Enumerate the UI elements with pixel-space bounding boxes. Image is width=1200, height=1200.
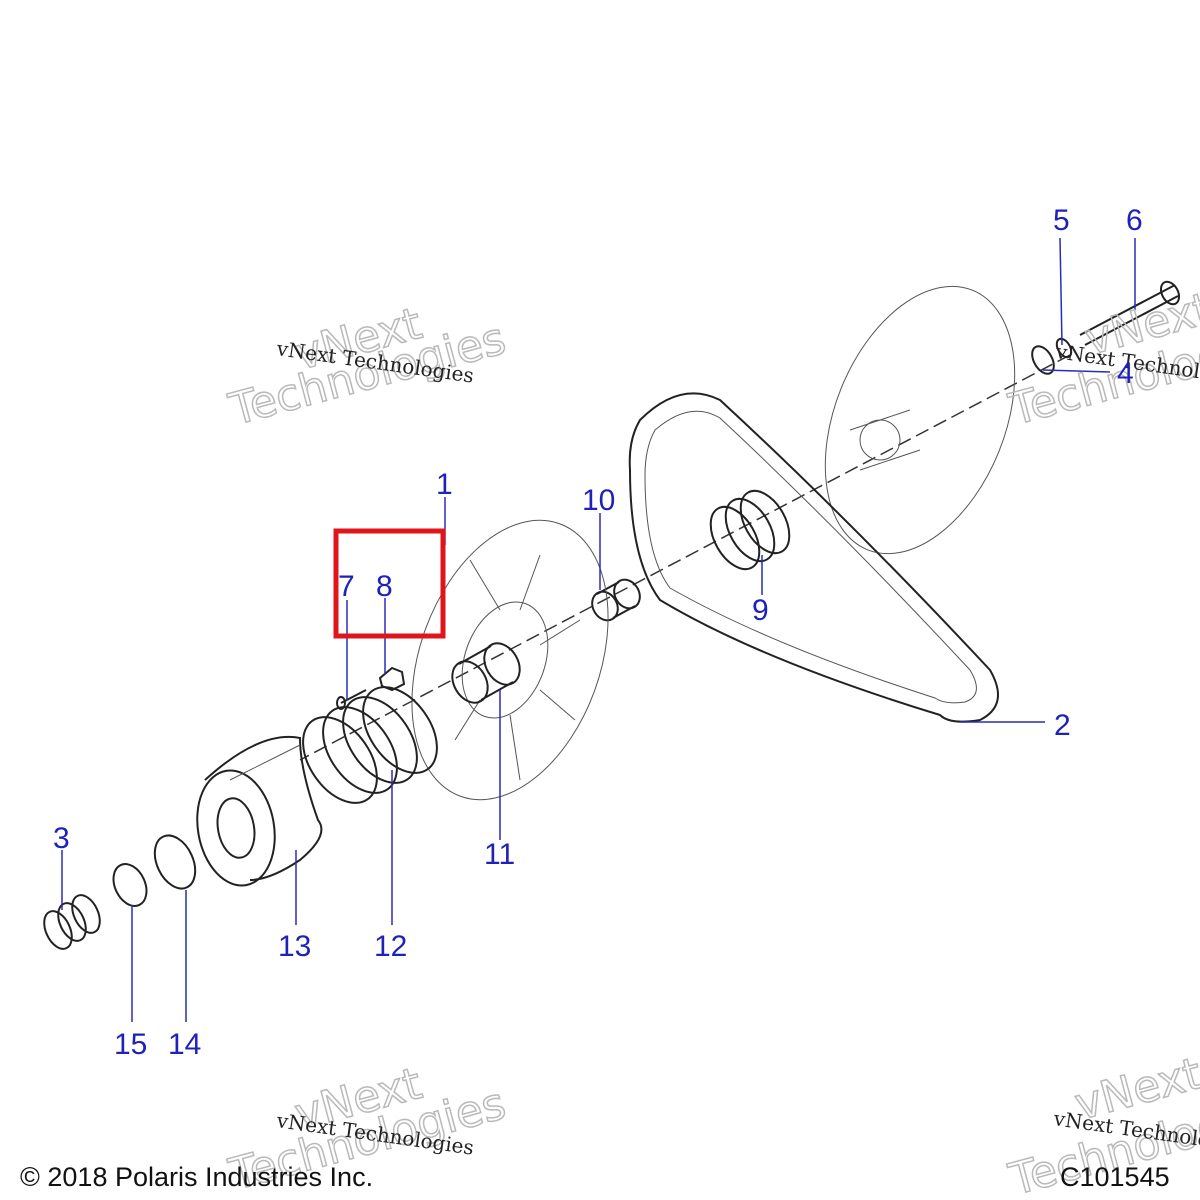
callout-3: 3 <box>53 822 70 855</box>
callout-10: 10 <box>582 484 615 517</box>
spring-9 <box>709 489 791 571</box>
drive-belt <box>628 392 999 723</box>
callout-13: 13 <box>278 930 311 963</box>
snap-ring-15 <box>112 863 148 907</box>
copyright-text: © 2018 Polaris Industries Inc. <box>20 1162 373 1192</box>
watermark-top-left: vNext Technologies vNext Technologies <box>223 297 512 436</box>
movable-sheave <box>411 519 609 801</box>
washer-5 <box>1055 337 1073 359</box>
callout-1: 1 <box>436 468 453 501</box>
spring-12 <box>302 686 438 804</box>
bushing-10 <box>591 578 641 622</box>
callout-11: 11 <box>484 838 515 871</box>
pin-7 <box>336 689 367 710</box>
callout-2: 2 <box>1054 709 1071 742</box>
helix-13 <box>196 736 323 887</box>
leader-lines <box>61 237 1136 1022</box>
washer-4 <box>1031 345 1055 375</box>
bolt-6 <box>1079 280 1181 346</box>
callout-6: 6 <box>1126 204 1143 237</box>
callout-8: 8 <box>376 570 393 603</box>
callout-labels: 1 2 3 4 5 6 7 8 9 10 11 12 13 14 15 <box>53 204 1143 1061</box>
diagram-code: C101545 <box>1060 1162 1170 1192</box>
snap-ring-14 <box>153 834 197 890</box>
bushing-11 <box>451 642 521 704</box>
callout-14: 14 <box>168 1028 201 1061</box>
washers-3 <box>43 894 101 950</box>
center-axis-line <box>299 354 1071 761</box>
callout-12: 12 <box>374 930 407 963</box>
stationary-sheave <box>824 285 1016 555</box>
callout-4: 4 <box>1117 357 1134 390</box>
callout-15: 15 <box>114 1028 147 1061</box>
highlight-box <box>333 528 446 639</box>
callout-9: 9 <box>752 594 769 627</box>
callout-7: 7 <box>338 570 355 603</box>
callout-5: 5 <box>1053 204 1070 237</box>
nut-8 <box>378 666 406 692</box>
